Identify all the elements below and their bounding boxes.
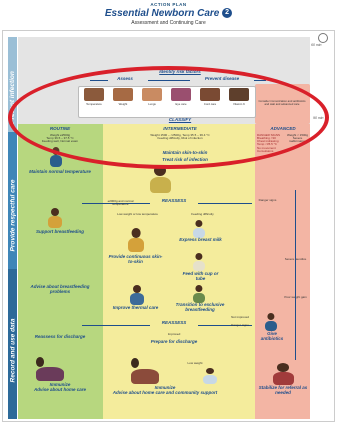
- page-subtitle: Assessment and Continuing Care: [131, 20, 206, 26]
- intermediate-zone: [103, 124, 255, 419]
- sidebar-record-block: [8, 269, 17, 419]
- page-frame: [2, 30, 335, 422]
- routine-advise-bf: Advise about breastfeeding problems: [30, 284, 90, 294]
- sidebar-prevent-block: [8, 37, 17, 132]
- intermediate-reassess: REASSESS: [150, 198, 198, 204]
- danger-signs-label-2: Danger signs: [231, 323, 249, 327]
- intermediate-prepare-discharge: Prepare for discharge: [150, 339, 198, 344]
- transition-bf-figure-icon: [190, 285, 208, 303]
- clock-icon: [318, 33, 328, 43]
- low-weight-branch: Low weight or low temperature: [117, 212, 158, 216]
- highlight-ellipse: [8, 66, 329, 169]
- family-figure-icon: [30, 357, 70, 381]
- kangaroo-figure-icon: [200, 368, 220, 384]
- not-improved-label: Not improved: [231, 315, 249, 319]
- intermediate-transition: Transition to exclusive breastfeeding: [175, 302, 225, 312]
- injection-figure-icon: [262, 313, 280, 331]
- action-plan-label: ACTION PLAN: [150, 2, 187, 7]
- title-text: Essential Newborn Care: [104, 8, 220, 19]
- family-figure-2-icon: [125, 358, 165, 384]
- intermediate-feed-cup: Feed with cup or tube: [182, 271, 219, 281]
- breastfeeding-figure-icon: [45, 208, 65, 228]
- routine-reassess-discharge: Reassess for discharge: [34, 334, 86, 339]
- header: ACTION PLAN Essential Newborn Care 2 Ass…: [0, 2, 337, 26]
- intermediate-normal-note: ≥2000g and normal temperature: [107, 199, 134, 207]
- danger-signs-label-1: Danger signs: [258, 198, 277, 202]
- improved-label: Improved: [167, 332, 181, 336]
- referral-figure-icon: [268, 363, 298, 385]
- plan-number-badge: 2: [222, 8, 233, 19]
- feeding-difficulty-branch: Feeding difficulty: [191, 212, 214, 216]
- advanced-flow-line: [295, 190, 296, 360]
- continuous-skin-figure-icon: [125, 228, 147, 252]
- advanced-give-antibiotics: Give antibiotics: [260, 331, 284, 341]
- express-milk-figure-icon: [190, 220, 208, 238]
- time-60-label: 60 min: [311, 43, 322, 47]
- routine-maintain-temp: Maintain normal temperature: [29, 169, 91, 174]
- intermediate-express-milk: Express breast milk: [179, 237, 222, 242]
- routine-support-bf: Support breastfeeding: [35, 229, 84, 234]
- skin-to-skin-figure-icon: [145, 165, 175, 193]
- cup-feeding-figure-icon: [190, 253, 208, 271]
- intermediate-immunize: Immunize Advise about home care and comm…: [112, 385, 218, 395]
- thermal-care-figure-icon: [127, 285, 147, 305]
- sidebar-respect-block: [8, 132, 17, 269]
- routine-immunize: Immunize Advise about home care: [33, 382, 87, 392]
- intermediate-provide-skin: Provide continuous skin-to-skin: [108, 254, 163, 264]
- intermediate-reassess-2: REASSESS: [150, 320, 198, 326]
- page-title: Essential Newborn Care 2: [0, 8, 337, 19]
- intermediate-improve-thermal: Improve thermal care: [112, 305, 159, 310]
- low-weight-label: Low weight: [187, 361, 203, 365]
- advanced-stabilize: Stabilize for referral as needed: [258, 385, 308, 395]
